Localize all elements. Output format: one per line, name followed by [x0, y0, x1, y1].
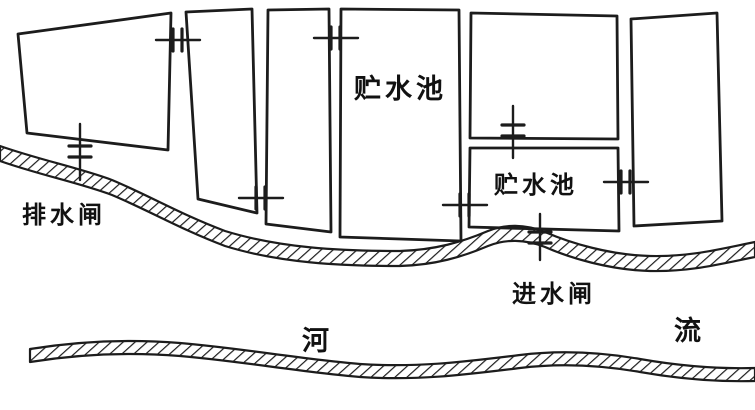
pond-left	[16, 11, 173, 152]
gate-between-right-ponds-icon	[500, 104, 526, 160]
label-drain-gate: 排水闸	[22, 202, 106, 229]
gate-lower-mid-icon	[441, 192, 489, 218]
pond-storage-large	[338, 7, 463, 243]
label-river: 河	[302, 326, 333, 356]
label-intake-gate: 进水闸	[512, 281, 596, 308]
gate-lower-left-icon	[237, 185, 285, 211]
label-flow: 流	[674, 316, 705, 346]
label-storage-pond-large: 贮水池	[354, 74, 447, 104]
pond-rightmost	[629, 11, 724, 228]
pond-upper-right	[468, 11, 620, 141]
pond-third	[264, 7, 333, 234]
gate-mid-top-icon	[312, 25, 360, 51]
gate-right-icon	[602, 169, 650, 195]
intake-gate-icon	[527, 212, 553, 262]
gate-left-top-icon	[154, 27, 202, 53]
pond-group	[16, 7, 724, 243]
river-bank-band	[28, 339, 755, 383]
pond-second	[184, 7, 259, 215]
river-channel-band	[0, 144, 755, 273]
drain-gate-icon	[67, 122, 93, 182]
label-storage-pond-small: 贮水池	[493, 172, 578, 199]
